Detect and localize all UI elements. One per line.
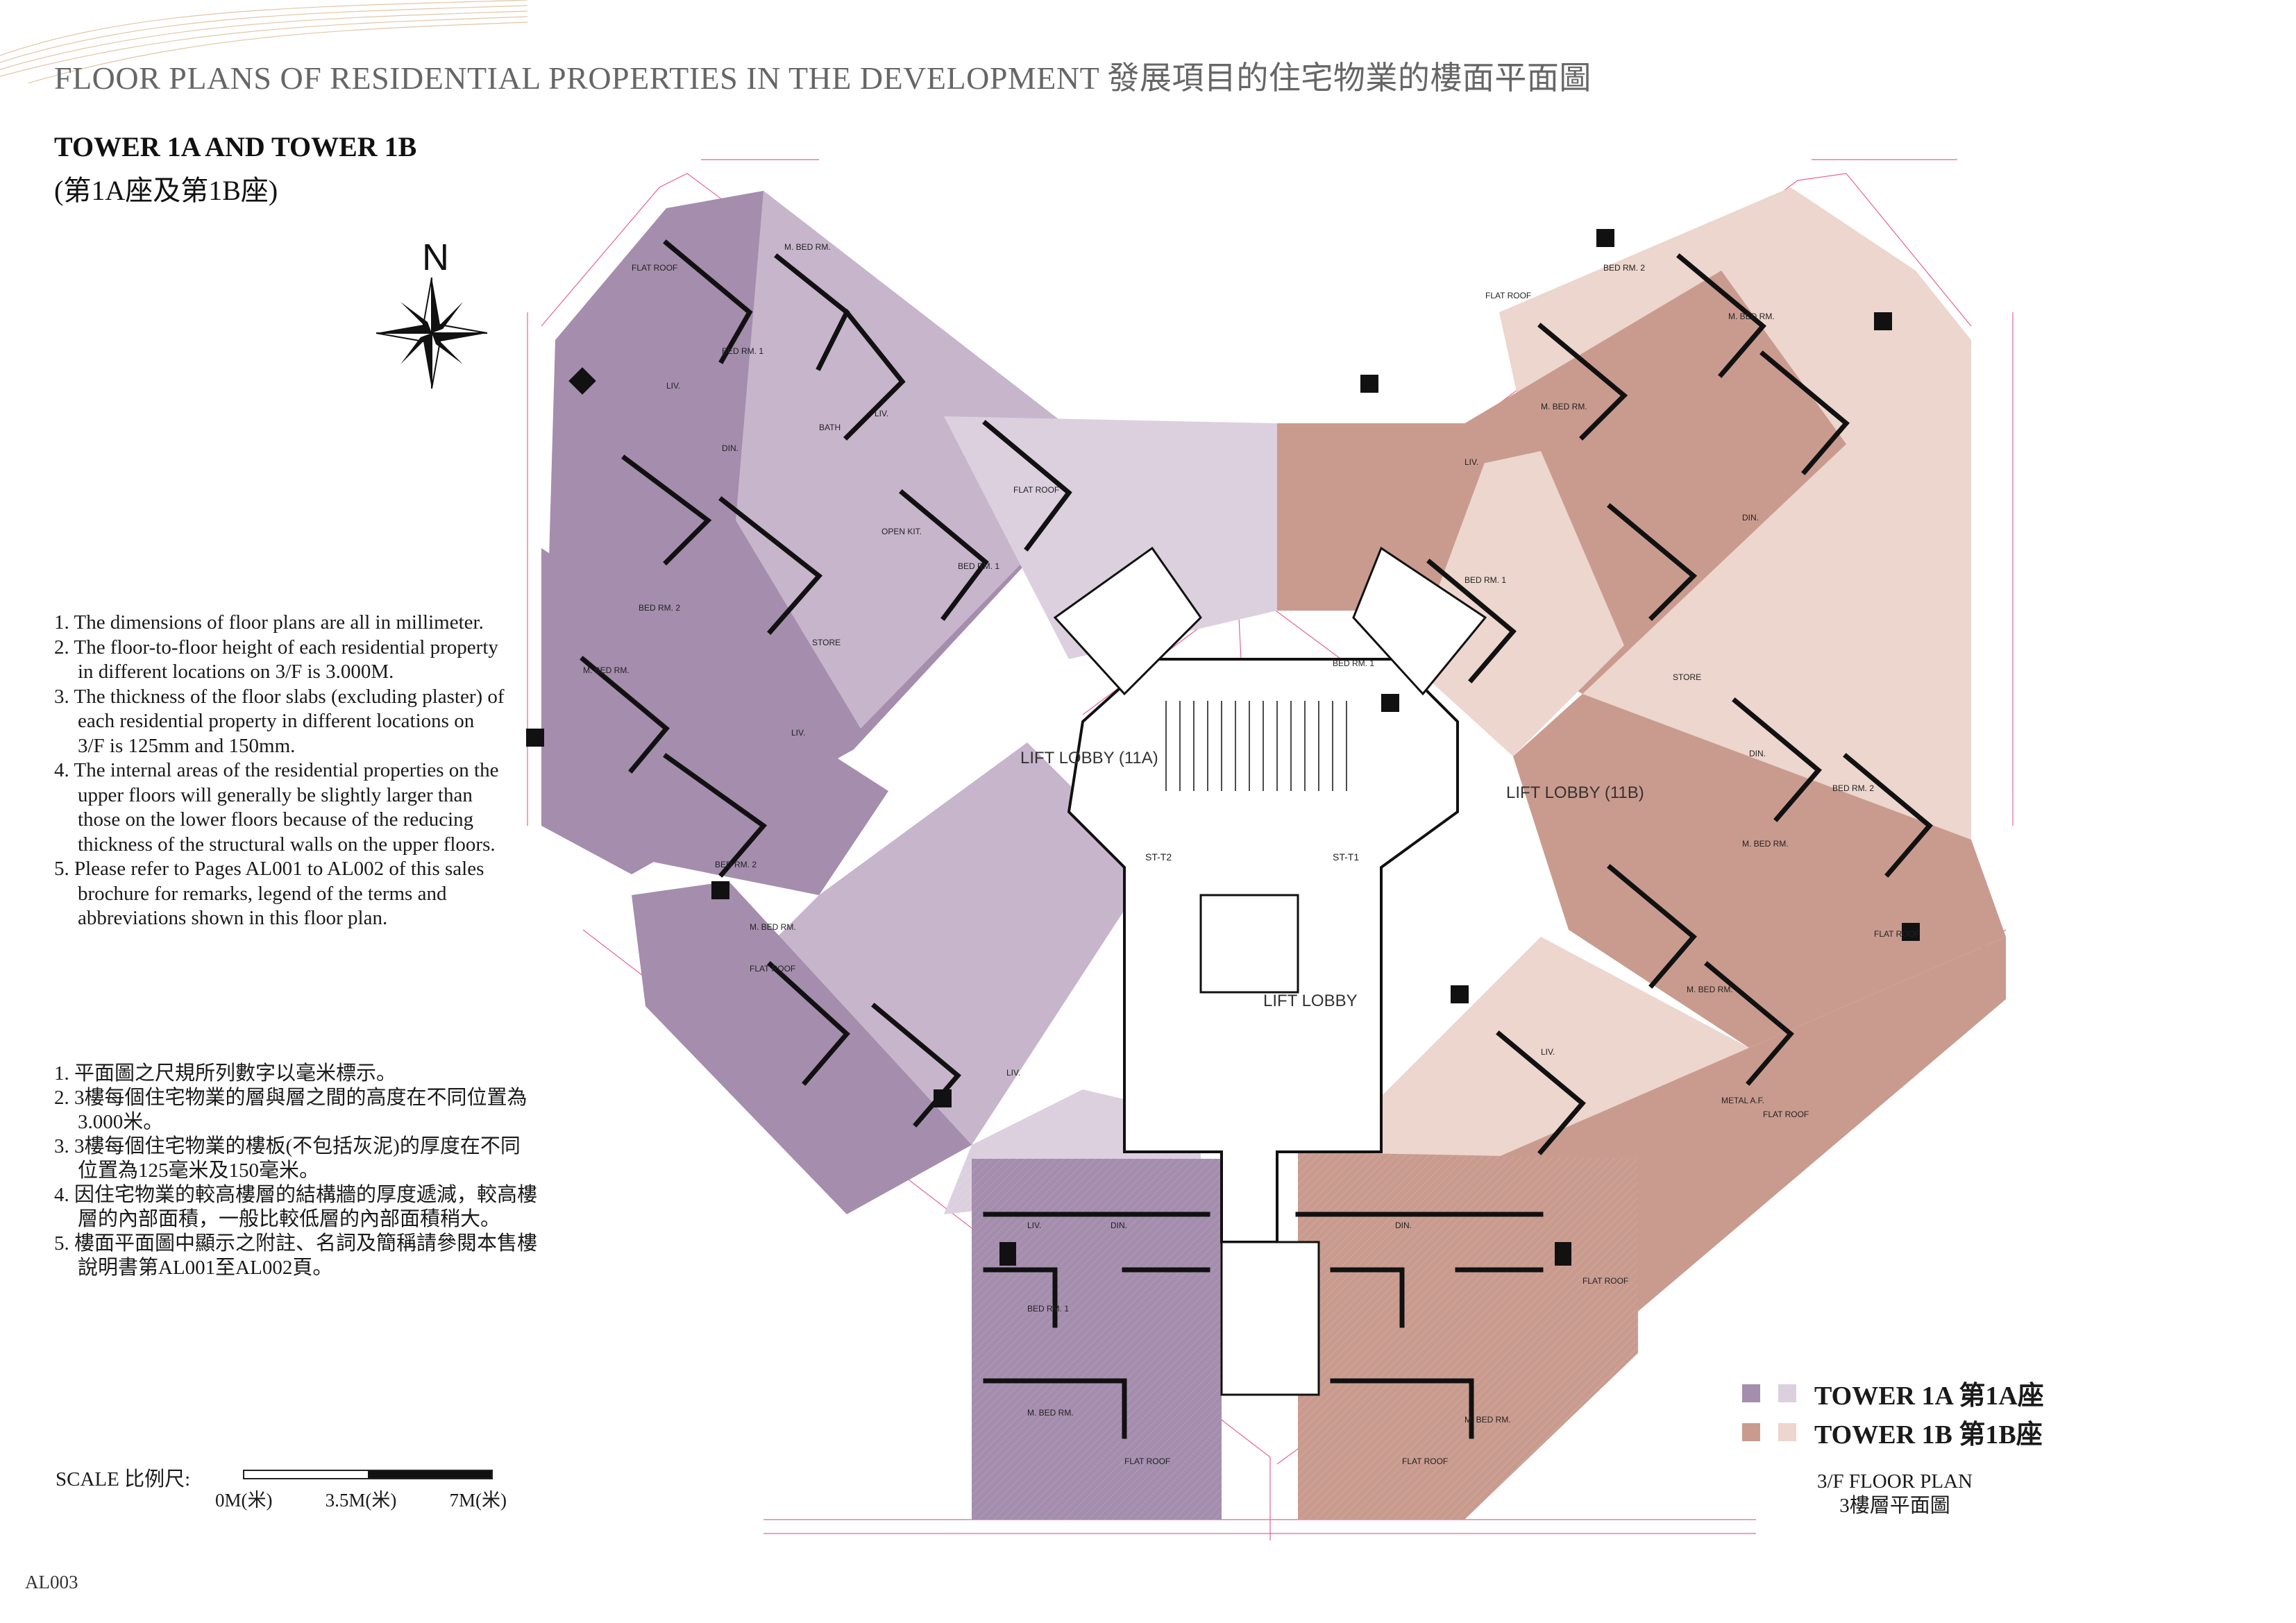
- stair-t2-label: ST-T2: [1145, 851, 1172, 863]
- mbed-label-3: M. BED RM.: [750, 922, 796, 932]
- flat-roof-label: FLAT ROOF: [632, 263, 677, 273]
- bed1-label: BED RM. 1: [722, 346, 763, 356]
- notes-english: 1. The dimensions of floor plans are all…: [54, 611, 505, 931]
- floor-plan-label-zh: 3樓層平面圖: [1839, 1495, 1950, 1517]
- tower-1b-area: [1277, 187, 2006, 1520]
- lift-lobby-1a-label: LIFT LOBBY (11A): [1020, 749, 1158, 767]
- page-number: AL003: [25, 1572, 78, 1592]
- flat-roof-label-2: FLAT ROOF: [1013, 485, 1059, 495]
- bed-label: BED RM. 1: [958, 561, 999, 571]
- din-label: DIN.: [722, 443, 738, 453]
- mbed-label: M. BED RM.: [784, 242, 831, 252]
- flat-roof-label-9: FLAT ROOF: [1763, 1110, 1809, 1119]
- flat-roof-label-6: FLAT ROOF: [1582, 1276, 1628, 1286]
- legend-swatch-1a-light: [1778, 1384, 1796, 1402]
- store-label: STORE: [812, 638, 841, 647]
- note-zh-5: 5. 樓面平面圖中顯示之附註、名詞及簡稱請參閱本售樓說明書第AL001至AL00…: [54, 1232, 538, 1279]
- din-label-5: DIN.: [1749, 749, 1766, 758]
- note-en-1: 1. The dimensions of floor plans are all…: [54, 611, 484, 634]
- bed-label-9: BED RM. 2: [1832, 783, 1874, 793]
- floor-plan: FLAT ROOF M. BED RM. BED RM. 1 LIV. DIN.…: [526, 159, 2014, 1540]
- page-title: FLOOR PLANS OF RESIDENTIAL PROPERTIES IN…: [54, 60, 1592, 96]
- lift-lobby-center-label: LIFT LOBBY: [1263, 992, 1358, 1010]
- liv-label-7: LIV.: [1541, 1047, 1555, 1057]
- liv-label-5: LIV.: [1027, 1221, 1041, 1230]
- stair-t1-label: ST-T1: [1333, 851, 1359, 863]
- north-letter: N: [422, 237, 449, 278]
- floor-plan-label-en: 3/F FLOOR PLAN: [1817, 1470, 1973, 1493]
- store-label-2: STORE: [1673, 672, 1701, 682]
- scale-bar: [243, 1470, 493, 1479]
- liv-label-4: LIV.: [1006, 1068, 1020, 1078]
- notes-chinese: 1. 平面圖之尺規所列數字以毫米標示。 2. 3樓每個住宅物業的層與層之間的高度…: [54, 1062, 540, 1280]
- scale-tick-0: 0M(米): [215, 1490, 273, 1511]
- legend-tower-1b: TOWER 1B 第1B座: [1742, 1413, 2043, 1451]
- note-zh-4: 4. 因住宅物業的較高樓層的結構牆的厚度遞減，較高樓層的內部面積，一般比較低層的…: [54, 1184, 538, 1230]
- bed-label-5: BED RM. 2: [1603, 263, 1645, 273]
- tower-1a-area: [541, 191, 1277, 1520]
- columns: [526, 229, 1920, 1266]
- scale-label: SCALE 比例尺:: [56, 1468, 191, 1490]
- building-core: [1053, 546, 1487, 1396]
- liv-label-3: LIV.: [791, 728, 805, 738]
- legend-label-1b: TOWER 1B 第1B座: [1814, 1420, 2043, 1450]
- floor-plan-label: 3/F FLOOR PLAN 3樓層平面圖: [1812, 1470, 1978, 1518]
- header-decoration: [0, 0, 527, 83]
- note-en-3: 3. The thickness of the floor slabs (exc…: [54, 685, 505, 757]
- mbed-label-2: M. BED RM.: [583, 665, 630, 675]
- mbed-label-7: M. BED RM.: [1742, 839, 1789, 849]
- flat-roof-label-8: FLAT ROOF: [1874, 929, 1920, 939]
- din-label-2: DIN.: [1111, 1221, 1127, 1230]
- liv-label-6: LIV.: [1464, 457, 1478, 467]
- mbed-label-4: M. BED RM.: [1027, 1408, 1074, 1418]
- bed-label-2: BED RM. 2: [639, 603, 680, 613]
- scale-ticks: 0M(米) 3.5M(米) 7M(米): [215, 1485, 507, 1512]
- note-zh-3: 3. 3樓每個住宅物業的樓板(不包括灰泥)的厚度在不同位置為125毫米及150毫…: [54, 1135, 521, 1182]
- tower-subtitle: (第1A座及第1B座): [54, 175, 278, 206]
- north-arrow: N: [347, 236, 514, 402]
- scale-tick-2: 7M(米): [449, 1490, 507, 1511]
- bed-label-4: BED RM. 1: [1027, 1304, 1069, 1314]
- note-en-4: 4. The internal areas of the residential…: [54, 759, 499, 856]
- mbed-label-8: M. BED RM.: [1687, 985, 1733, 994]
- note-zh-1: 1. 平面圖之尺規所列數字以毫米標示。: [54, 1062, 397, 1085]
- flat-roof-label-3: FLAT ROOF: [750, 964, 795, 974]
- liv-label: LIV.: [666, 381, 680, 391]
- flat-roof-label-5: FLAT ROOF: [1402, 1456, 1448, 1466]
- flat-roof-label-4: FLAT ROOF: [1124, 1456, 1170, 1466]
- legend-label-1a: TOWER 1A 第1A座: [1814, 1382, 2044, 1411]
- liv-label-2: LIV.: [875, 409, 888, 418]
- walls: [580, 239, 1933, 1439]
- open-kit-label: OPEN KIT.: [881, 527, 922, 536]
- tower-title: TOWER 1A AND TOWER 1B: [54, 131, 417, 162]
- legend-swatch-1a-dark: [1742, 1384, 1760, 1402]
- note-en-5: 5. Please refer to Pages AL001 to AL002 …: [54, 858, 484, 929]
- mbed-label-6: M. BED RM.: [1728, 312, 1775, 321]
- legend-swatch-1b-dark: [1742, 1422, 1760, 1441]
- metal-label: METAL A.F.: [1721, 1096, 1764, 1105]
- din-label-3: DIN.: [1395, 1221, 1412, 1230]
- flat-roof-label-7: FLAT ROOF: [1485, 291, 1531, 300]
- compass-star-icon: [375, 277, 488, 389]
- legend-tower-1a: TOWER 1A 第1A座: [1742, 1374, 2044, 1412]
- bath-label: BATH: [819, 423, 841, 432]
- bed-label-3: BED RM. 2: [715, 860, 757, 869]
- lift-lobby-1b-label: LIFT LOBBY (11B): [1506, 783, 1644, 802]
- din-label-4: DIN.: [1742, 513, 1759, 522]
- legend-swatch-1b-light: [1778, 1422, 1796, 1441]
- note-zh-2: 2. 3樓每個住宅物業的層與層之間的高度在不同位置為3.000米。: [54, 1087, 527, 1133]
- bed-label-7: BED RM. 1: [1464, 575, 1506, 585]
- scale-tick-1: 3.5M(米): [325, 1490, 397, 1511]
- bed-label-6: M. BED RM.: [1541, 402, 1587, 411]
- note-en-2: 2. The floor-to-floor height of each res…: [54, 636, 498, 683]
- bed-label-8: BED RM. 1: [1333, 658, 1374, 668]
- room-labels: FLAT ROOF M. BED RM. BED RM. 1 LIV. DIN.…: [583, 242, 1920, 1466]
- mbed-label-5: M. BED RM.: [1464, 1415, 1511, 1425]
